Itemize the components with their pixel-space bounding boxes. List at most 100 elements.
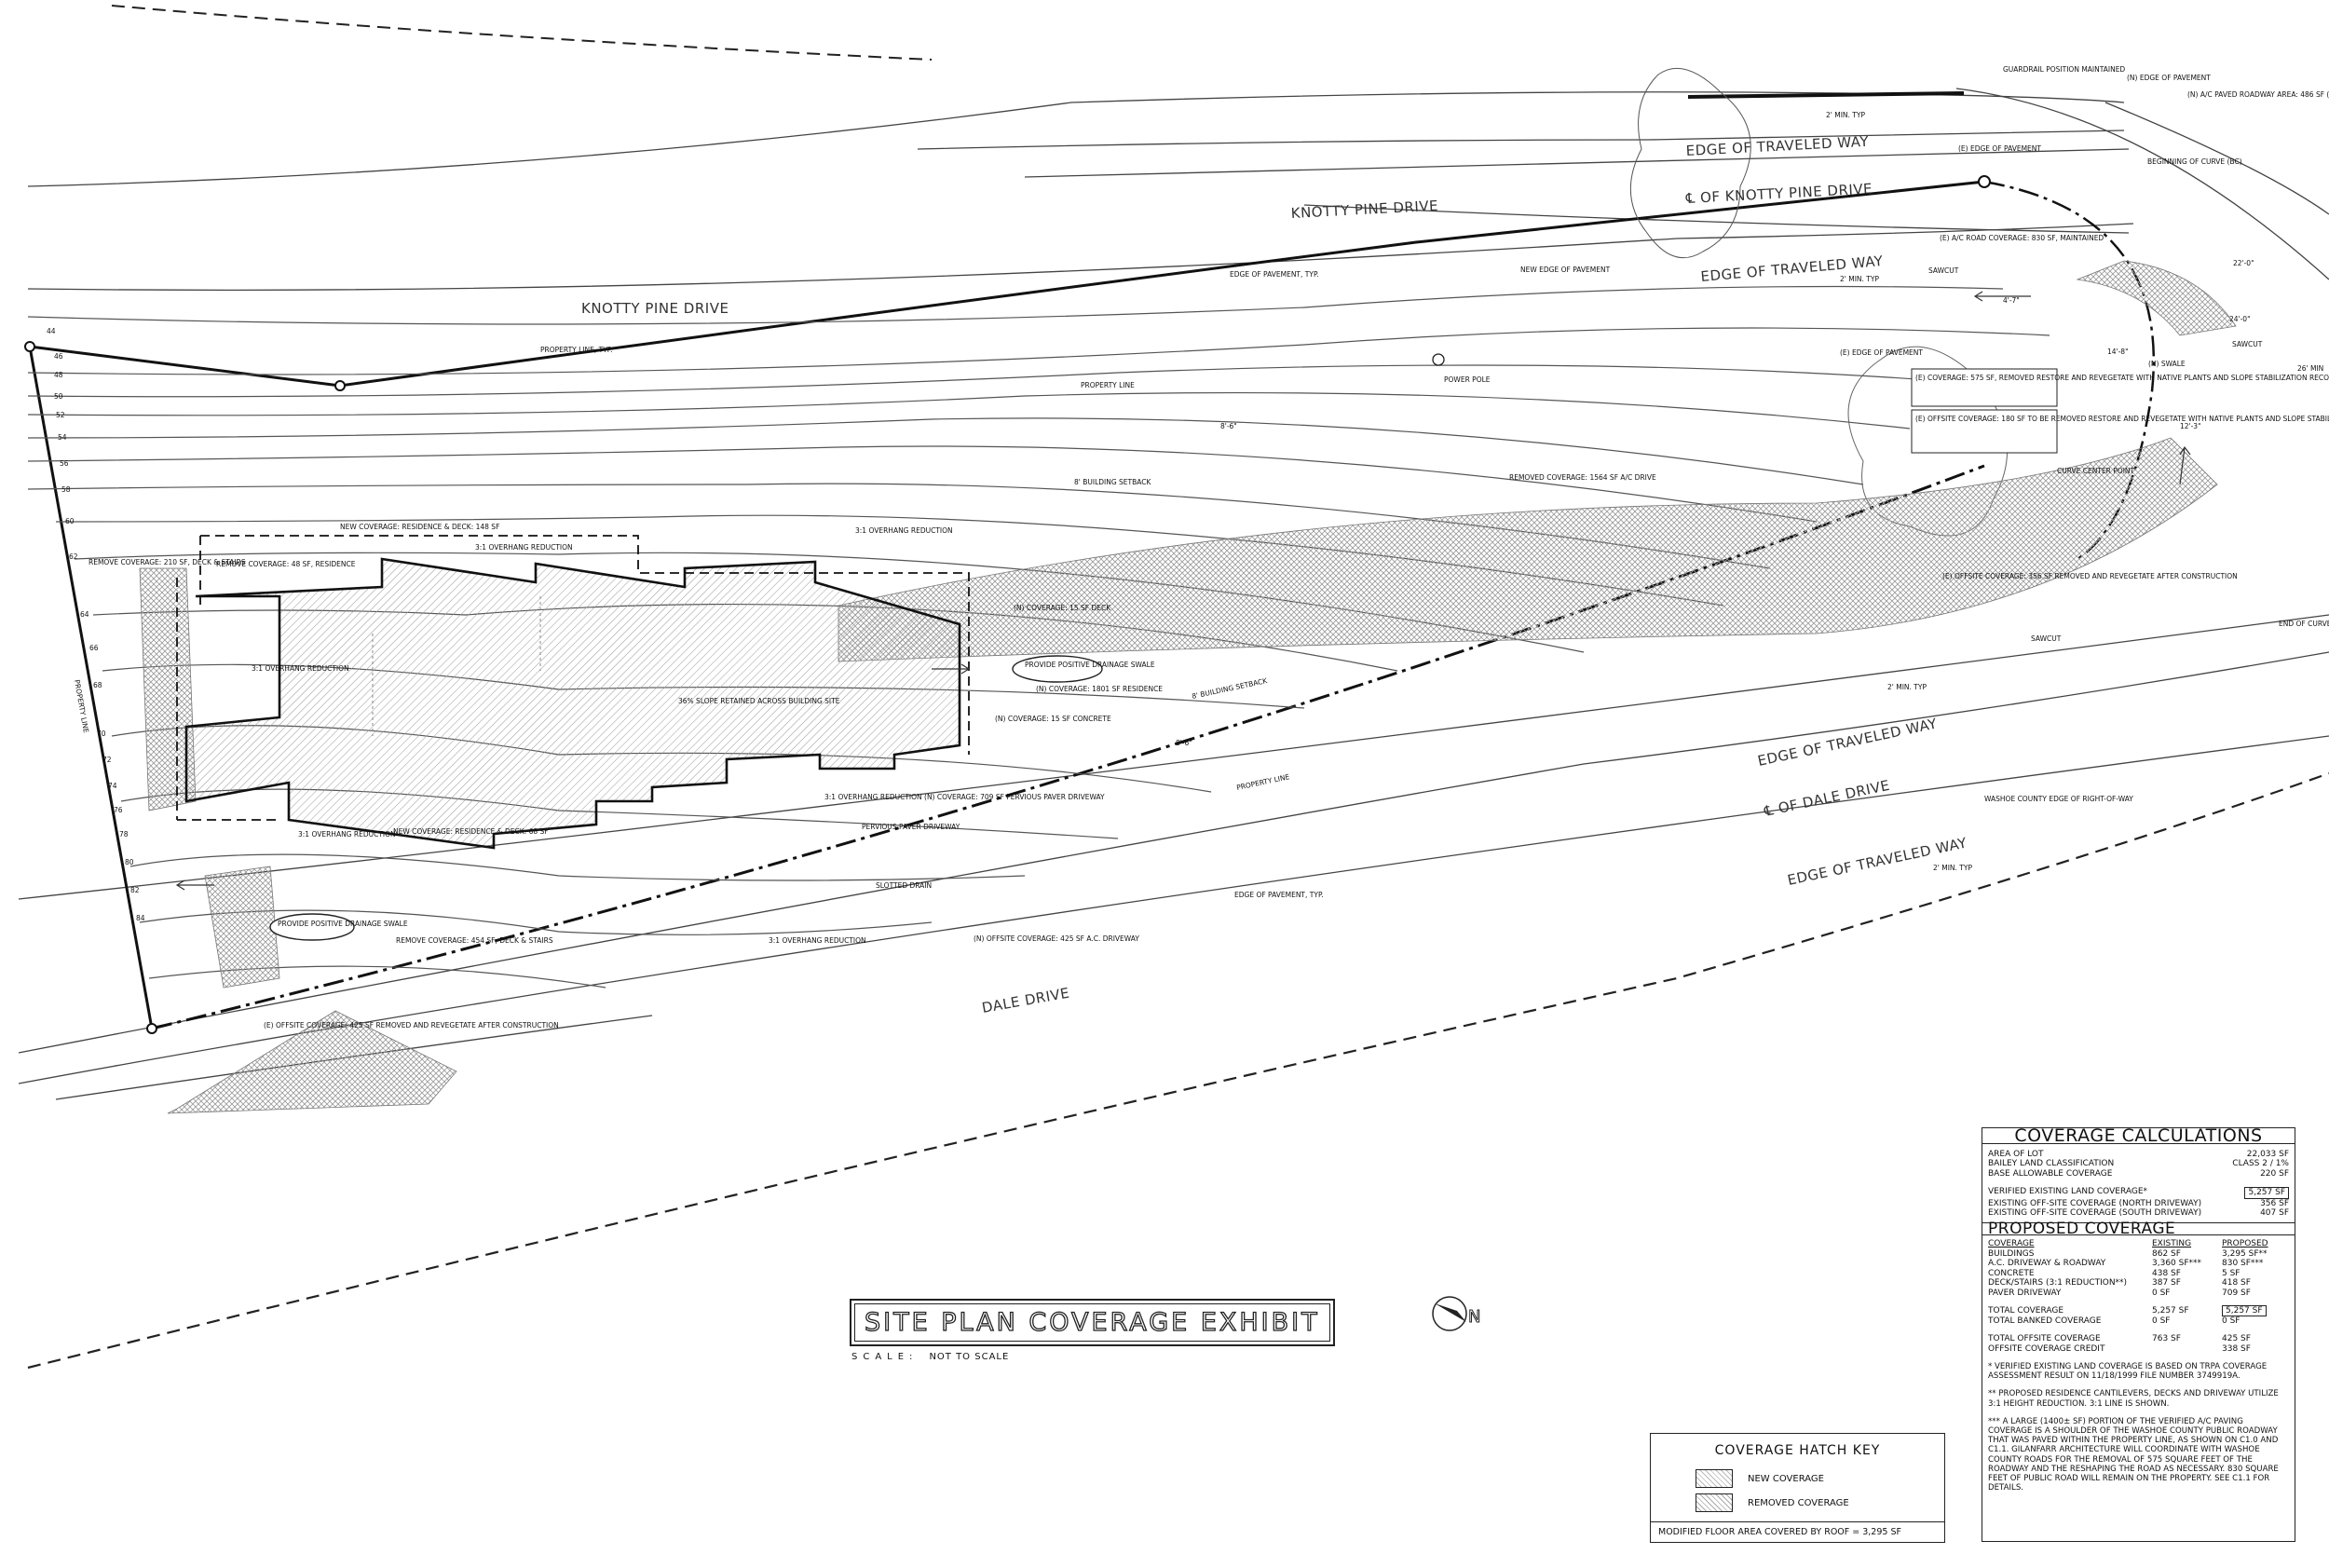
note-sawcut-3: SAWCUT: [2031, 634, 2062, 643]
table-cell: 425 SF: [2222, 1334, 2251, 1343]
tree-outline: [1629, 67, 1751, 259]
contour-label: 52: [56, 411, 65, 419]
footnote-2: ** PROPOSED RESIDENCE CANTILEVERS, DECKS…: [1988, 1389, 2279, 1409]
col-header-existing: EXISTING: [2152, 1239, 2192, 1248]
note-remove-cov-residence: REMOVE COVERAGE: 48 SF, RESIDENCE: [216, 560, 356, 568]
contour-label: 80: [125, 858, 134, 866]
contour-label: 64: [80, 610, 89, 619]
calc-value: 220 SF: [2260, 1168, 2289, 1179]
table-cell: CONCRETE: [1988, 1268, 2035, 1278]
note-new-cov-concrete: (N) COVERAGE: 15 SF CONCRETE: [995, 715, 1111, 723]
note-edge-pavement-e1: (N) EDGE OF PAVEMENT: [2127, 74, 2211, 82]
plan-notes: PROPERTY LINE, TYP. PROPERTY LINE PROPER…: [73, 65, 2329, 1029]
scale-line: SCALE: NOT TO SCALE: [851, 1352, 1335, 1362]
note-removed-ac-drive: REMOVED COVERAGE: 1564 SF A/C DRIVE: [1509, 473, 1656, 482]
table-cell: PAVER DRIVEWAY: [1988, 1288, 2062, 1298]
proposed-coverage-title: PROPOSED COVERAGE: [1982, 1220, 2295, 1236]
calc-value: CLASS 2 / 1%: [2232, 1159, 2289, 1168]
note-dim-4: 14'-8": [2107, 348, 2129, 356]
contour-label: 50: [54, 392, 63, 401]
north-arrow-icon: N: [1432, 1296, 1481, 1331]
note-min-typ-4: 2' MIN. TYP: [1933, 864, 1972, 872]
removed-coverage-swale: [204, 866, 280, 989]
note-coverage-box-2: (E) OFFSITE COVERAGE: 180 SF TO BE REMOV…: [1915, 415, 2329, 423]
note-dim-2: 8'-6": [1176, 739, 1192, 747]
table-cell: 5,257 SF: [2152, 1306, 2189, 1316]
note-power-pole: POWER POLE: [1444, 375, 1491, 384]
table-cell: 3,360 SF***: [2152, 1259, 2202, 1268]
note-pervious-paver: PERVIOUS PAVER DRIVEWAY: [862, 823, 960, 831]
road-label-cl-dale: ℄ OF DALE DRIVE: [1762, 777, 1891, 820]
note-min-typ-2: 2' MIN. TYP: [1840, 275, 1879, 283]
note-offsite-removed-e: (E) OFFSITE COVERAGE: 356 SF REMOVED AND…: [1942, 572, 2238, 580]
table-row: A.C. DRIVEWAY & ROADWAY 3,360 SF*** 830 SF…: [1982, 1259, 2295, 1269]
table-cell: 338 SF: [2222, 1343, 2251, 1354]
contour-label: 70: [97, 729, 106, 738]
note-dim-5: 12'-3": [2180, 422, 2201, 430]
road-label-edge-traveled-4: EDGE OF TRAVELED WAY: [1786, 834, 1968, 889]
calc-row: EXISTING OFF-SITE COVERAGE (SOUTH DRIVEW…: [1982, 1208, 2295, 1219]
road-label-knotty-pine-west: KNOTTY PINE DRIVE: [581, 300, 729, 317]
note-overhang-reduction-s: 3:1 OVERHANG REDUCTION: [769, 936, 866, 945]
note-remove-cov-sw: REMOVE COVERAGE: 454 SF, DECK & STAIRS: [396, 936, 553, 945]
removed-coverage-east: [2076, 260, 2237, 336]
note-sawcut-2: SAWCUT: [2232, 340, 2263, 348]
table-cell: 862 SF: [2152, 1248, 2181, 1259]
col-header-coverage: COVERAGE: [1988, 1239, 2035, 1248]
guardrail: [1687, 91, 1965, 99]
calc-label: VERIFIED EXISTING LAND COVERAGE*: [1988, 1187, 2147, 1196]
calc-value: 407 SF: [2260, 1208, 2289, 1218]
table-cell: A.C. DRIVEWAY & ROADWAY: [1988, 1259, 2106, 1268]
note-overhang-reduction-mid: 3:1 OVERHANG REDUCTION: [855, 526, 953, 535]
note-edge-pavement-typ-2: EDGE OF PAVEMENT, TYP.: [1234, 891, 1324, 899]
road-label-dale-drive: DALE DRIVE: [981, 985, 1071, 1016]
calc-label: AREA OF LOT: [1988, 1149, 2044, 1159]
table-cell: 709 SF: [2222, 1288, 2251, 1298]
table-cell: 763 SF: [2152, 1334, 2181, 1343]
note-new-cov-deck: NEW COVERAGE: RESIDENCE & DECK: 148 SF: [340, 523, 499, 531]
contour-label: 60: [65, 517, 75, 525]
page-title: SITE PLAN COVERAGE EXHIBIT: [854, 1303, 1330, 1342]
table-cell: 418 SF: [2222, 1278, 2251, 1288]
table-cell: TOTAL BANKED COVERAGE: [1988, 1316, 2102, 1326]
contour-label: 58: [61, 485, 71, 494]
note-coverage-box-1: (E) COVERAGE: 575 SF, REMOVED RESTORE AN…: [1915, 374, 2329, 382]
table-cell: 830 SF***: [2222, 1259, 2264, 1268]
three-to-one-line: [372, 596, 541, 736]
calc-value: 5,257 SF: [2244, 1187, 2289, 1199]
north-dash-line: [111, 5, 933, 61]
contour-label: 46: [54, 352, 63, 361]
table-cell: 0 SF: [2222, 1316, 2240, 1326]
calc-label: BAILEY LAND CLASSIFICATION: [1988, 1159, 2115, 1168]
note-positive-drainage-1: PROVIDE POSITIVE DRAINAGE SWALE: [1025, 661, 1155, 669]
note-building-setback-2: 8' BUILDING SETBACK: [1192, 676, 1270, 701]
removed-coverage-drive: [838, 437, 2218, 662]
contour-label: 74: [108, 782, 117, 790]
scale-label: SCALE:: [851, 1352, 919, 1362]
contour-label: 62: [69, 552, 78, 561]
overhang-dashed-outline: [176, 535, 970, 821]
note-slope-retained: 36% SLOPE RETAINED ACROSS BUILDING SITE: [678, 697, 840, 705]
removed-coverage-sw: [167, 1010, 457, 1114]
road-lines: [18, 88, 2329, 1100]
note-min-typ-5: 26' MIN: [2297, 364, 2323, 373]
calc-row: EXISTING OFF-SITE COVERAGE (NORTH DRIVEW…: [1982, 1199, 2295, 1209]
scale-value: NOT TO SCALE: [929, 1352, 1010, 1362]
contour-label: 72: [102, 756, 112, 764]
table-cell: 387 SF: [2152, 1278, 2181, 1288]
note-box-2: [1911, 409, 2058, 454]
note-property-line-2: PROPERTY LINE: [1236, 772, 1291, 792]
coverage-hatch-key: COVERAGE HATCH KEY NEW COVERAGE REMOVED …: [1650, 1433, 1945, 1543]
note-remove-cov-deck-stairs: REMOVE COVERAGE: 210 SF, DECK & STAIRS: [89, 558, 246, 566]
table-cell: 438 SF: [2152, 1268, 2181, 1278]
note-new-cov-deck-15: (N) COVERAGE: 15 SF DECK: [1014, 604, 1111, 612]
calc-label: EXISTING OFF-SITE COVERAGE (NORTH DRIVEW…: [1988, 1198, 2202, 1208]
contour-label: 56: [60, 459, 69, 468]
note-dim-1: 8'-6": [1220, 422, 1237, 430]
contour-label: 54: [58, 433, 67, 442]
table-cell: OFFSITE COVERAGE CREDIT: [1988, 1343, 2105, 1354]
